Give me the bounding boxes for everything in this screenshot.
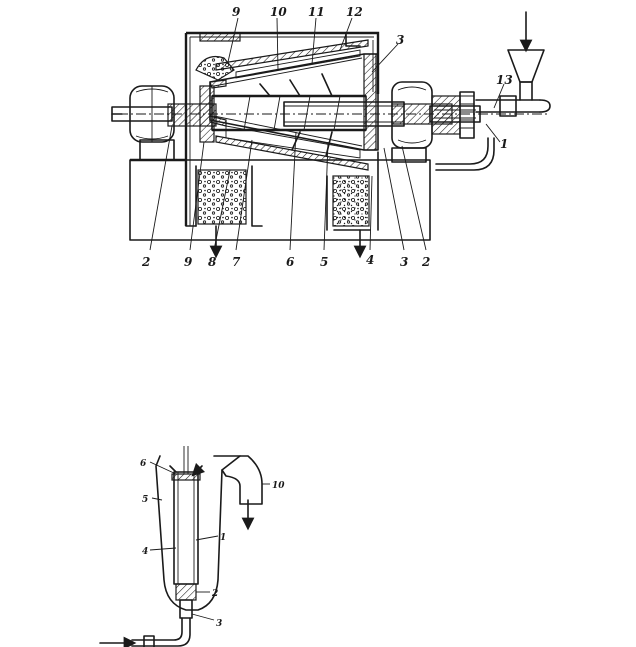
label-12: 12 [346, 5, 363, 19]
right-gearbox [391, 81, 475, 149]
label-3-top: 3 [396, 33, 404, 47]
solids-discharge [197, 169, 247, 225]
label-10: 10 [270, 5, 287, 19]
label-f2-6: 6 [140, 459, 147, 469]
label-11: 11 [308, 5, 325, 19]
label-f2-3: 3 [216, 619, 222, 629]
label-7: 7 [232, 255, 241, 269]
separator-diagram: 6 5 4 1 2 3 10 [99, 446, 285, 647]
main-shaft [111, 101, 548, 127]
label-4: 4 [366, 253, 374, 267]
label-5: 5 [320, 255, 328, 269]
inlet-pipe [131, 617, 183, 641]
label-9-top: 9 [232, 5, 241, 19]
label-9-bottom: 9 [184, 255, 193, 269]
leader-lines [149, 17, 505, 251]
centrifuge-diagram: 9 10 11 12 3 13 1 2 9 8 7 6 5 4 3 2 [111, 5, 551, 269]
label-2-right: 2 [421, 255, 430, 269]
label-f2-5: 5 [142, 495, 148, 505]
left-bearing-pulley [129, 85, 175, 143]
label-13: 13 [496, 73, 513, 87]
label-f2-2: 2 [211, 589, 218, 599]
rotor-bowl [199, 39, 379, 171]
feed-inlet [475, 11, 551, 117]
outer-casing [184, 31, 380, 231]
label-f2-10: 10 [272, 481, 285, 491]
label-f2-4: 4 [142, 547, 148, 557]
label-6: 6 [286, 255, 295, 269]
label-f2-1: 1 [220, 533, 226, 543]
label-8: 8 [208, 255, 217, 269]
label-1: 1 [500, 137, 508, 151]
outlet-spout [213, 455, 263, 505]
top-cap [171, 473, 201, 481]
label-2-left: 2 [141, 255, 150, 269]
label-3-bottom: 3 [400, 255, 408, 269]
return-pipe [435, 137, 489, 165]
bottom-fitting [175, 583, 197, 601]
